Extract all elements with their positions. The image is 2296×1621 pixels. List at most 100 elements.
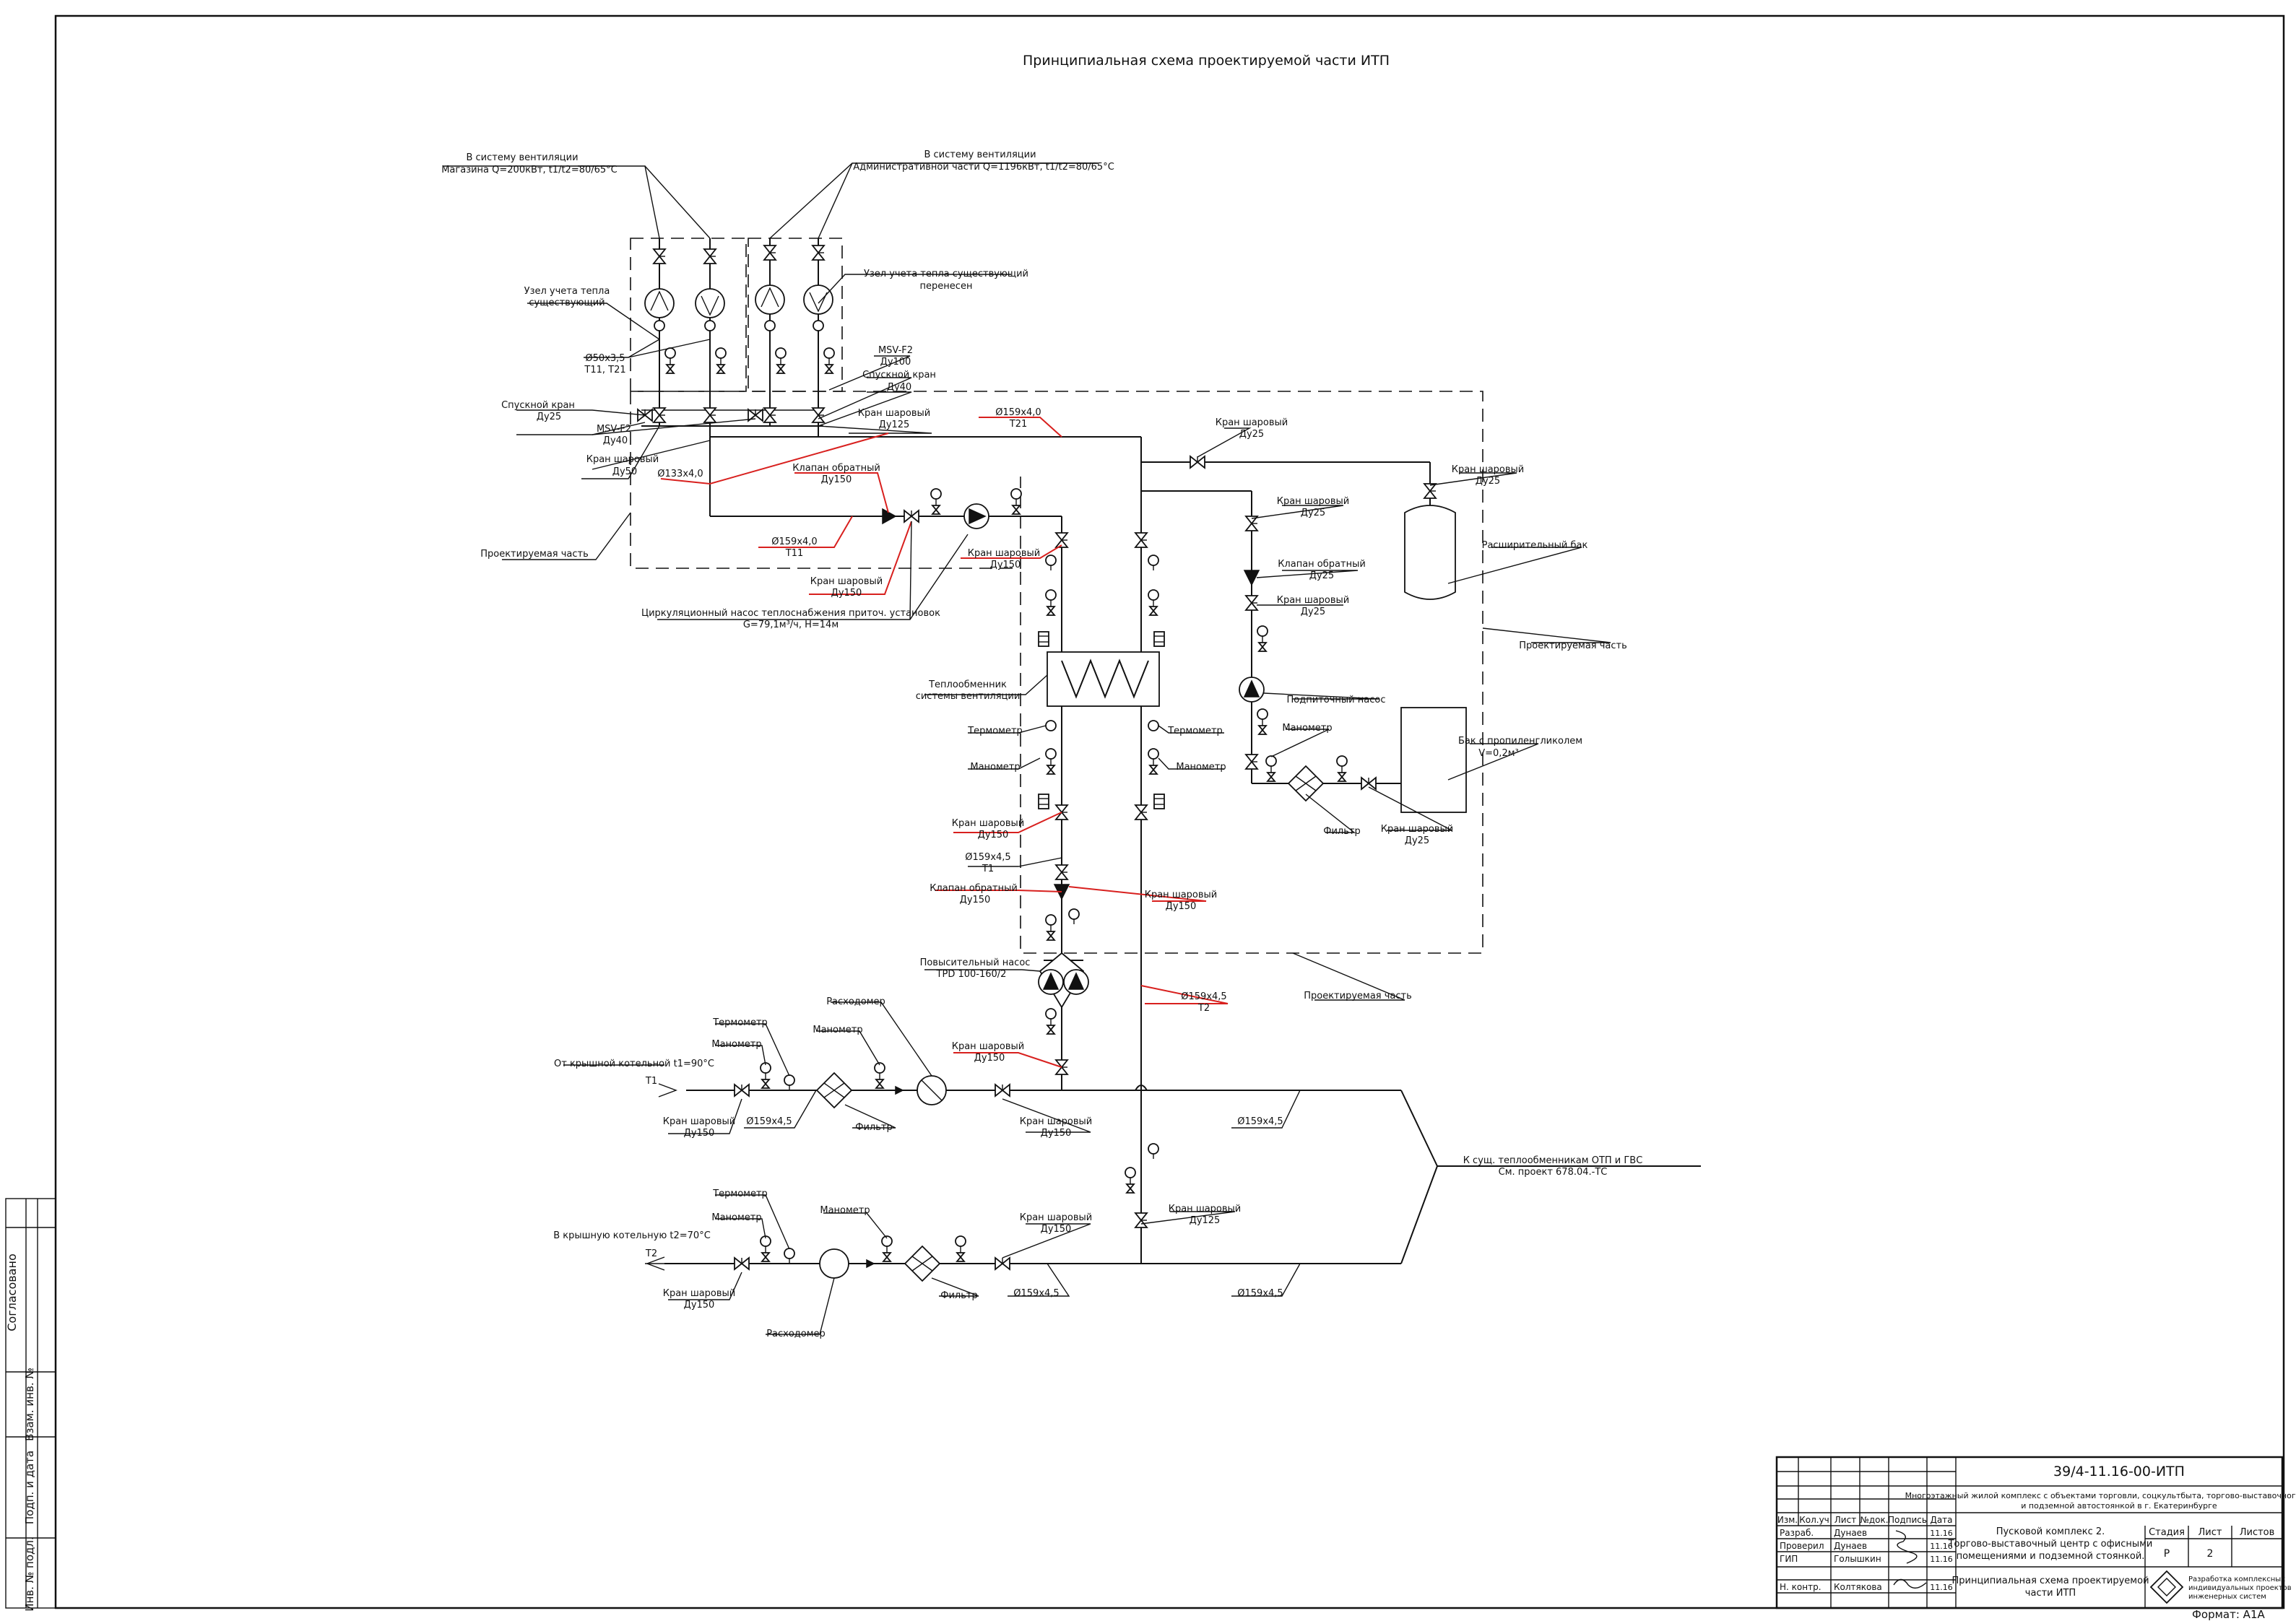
label: Ду150 xyxy=(974,1053,1005,1064)
label: К сущ. теплообменникам ОТП и ГВС xyxy=(1463,1155,1643,1166)
label: Т1 xyxy=(645,1076,657,1087)
meter-pump-icon xyxy=(644,288,675,318)
label: Ду150 xyxy=(831,588,862,599)
side-sign-date: Подп. и дата xyxy=(23,1451,36,1524)
label: Кран шаровый xyxy=(1452,464,1525,475)
label: Кран шаровый xyxy=(1277,595,1350,606)
check-valve-icon xyxy=(882,508,897,525)
label: Проектируемая часть xyxy=(480,549,589,560)
head-kol: Кол.уч xyxy=(1799,1515,1829,1525)
doc-code: 39/4-11.16-00-ИТП xyxy=(2053,1464,2185,1479)
label: Магазина Q=200кВт, t1/t2=80/65°С xyxy=(441,165,618,175)
label: Ду25 xyxy=(1476,476,1500,487)
label: Ду150 xyxy=(821,474,852,485)
label: Ø159х4,5 xyxy=(1237,1288,1283,1299)
label: Кран шаровый xyxy=(858,408,931,419)
label: Манометр xyxy=(820,1205,870,1216)
label: От крышной котельной t1=90°С xyxy=(554,1059,714,1069)
head-doc: №док. xyxy=(1860,1515,1888,1525)
label: Кран шаровый xyxy=(810,576,883,587)
signature-mark xyxy=(1895,1530,1918,1564)
projected-zones xyxy=(630,238,1483,954)
label: Ду150 xyxy=(684,1300,715,1311)
side-vzam: Взам. инв. № xyxy=(23,1368,36,1441)
label: Т1 xyxy=(982,864,994,874)
label: Кран шаровый xyxy=(663,1288,736,1299)
label: Проектируемая часть xyxy=(1304,991,1412,1001)
glycol-tank-icon xyxy=(1400,707,1467,813)
label: Ø159х4,0 xyxy=(771,536,817,547)
label: См. проект 678.04.-ТС xyxy=(1499,1167,1608,1178)
label: Расширительный бак xyxy=(1482,540,1588,551)
stage-value: Р xyxy=(2164,1548,2170,1560)
head-izm: Изм. xyxy=(1777,1515,1798,1525)
expansion-tank-icon xyxy=(1404,505,1456,600)
label: Т2 xyxy=(1197,1003,1210,1014)
label: Ду100 xyxy=(880,357,911,368)
name-1: Дунаев xyxy=(1834,1528,1867,1538)
label: Ду125 xyxy=(879,420,910,430)
label: Т11 xyxy=(785,548,803,559)
label: Ду40 xyxy=(887,382,911,393)
sheet-format: Формат: А1А xyxy=(2192,1608,2265,1621)
label: Ду50 xyxy=(612,466,637,477)
signature-mark xyxy=(1893,1578,1927,1589)
label: Ø159х4,5 xyxy=(1013,1288,1059,1299)
check-valve-icon xyxy=(1243,570,1260,586)
label: Т11, Т21 xyxy=(584,365,625,375)
label: Кран шаровый xyxy=(663,1116,736,1127)
org-line-2: индивидуальных проектов xyxy=(2188,1584,2292,1592)
label: Ø159х4,5 xyxy=(1237,1116,1283,1127)
label: Ø159х4,5 xyxy=(746,1116,792,1127)
label: Термометр xyxy=(967,726,1023,736)
label: Административной части Q=1196кВт, t1/t2=… xyxy=(853,162,1114,173)
label: Повысительный насос xyxy=(920,957,1031,968)
label: Ø133х4,0 xyxy=(657,469,703,479)
label: Ду150 xyxy=(990,560,1021,570)
title-block: 39/4-11.16-00-ИТП Многоэтажный жилой ком… xyxy=(1775,1456,2296,1609)
label: Ду150 xyxy=(1041,1128,1072,1139)
label: Кран шаровый xyxy=(1169,1204,1242,1214)
label: MSV-F2 xyxy=(878,345,913,356)
flowmeter-icon xyxy=(819,1248,849,1279)
name-3: Голышкин xyxy=(1834,1554,1881,1564)
label: Манометр xyxy=(711,1212,761,1223)
label: Ду150 xyxy=(1041,1224,1072,1235)
label: В систему вентиляции xyxy=(466,152,578,163)
label: Кран шаровый xyxy=(952,818,1025,829)
label: Подпиточный насос xyxy=(1287,695,1386,705)
label: Кран шаровый xyxy=(1216,417,1288,428)
label: Бак с пропиленгликолем xyxy=(1458,736,1582,747)
label: Спускной кран xyxy=(862,370,936,381)
label: Кран шаровый xyxy=(1020,1212,1093,1223)
label: Кран шаровый xyxy=(1145,890,1218,900)
label: Кран шаровый xyxy=(1277,496,1350,507)
lists-label: Листов xyxy=(2240,1527,2275,1538)
heat-exchanger-icon xyxy=(1047,651,1160,707)
label: Термометр xyxy=(1167,726,1223,736)
date-1: 11.16 xyxy=(1930,1529,1953,1538)
date-4: 11.16 xyxy=(1930,1583,1953,1592)
date-3: 11.16 xyxy=(1930,1555,1953,1564)
label: Ду25 xyxy=(1309,570,1334,581)
label: Циркуляционный насос теплоснабжения прит… xyxy=(641,608,940,619)
head-date: Дата xyxy=(1930,1515,1952,1525)
label: Ду150 xyxy=(684,1128,715,1139)
label: Спускной кран xyxy=(501,400,575,411)
label: Манометр xyxy=(813,1025,862,1035)
label: Ø159х4,5 xyxy=(965,852,1010,863)
label: Клапан обратный xyxy=(1278,559,1366,570)
role-1: Разраб. xyxy=(1780,1528,1814,1538)
name-4: Колтякова xyxy=(1834,1582,1882,1592)
label: Ду150 xyxy=(960,895,991,905)
role-4: Н. контр. xyxy=(1780,1582,1821,1592)
equipment xyxy=(637,245,1467,1282)
date-2: 11.16 xyxy=(1930,1542,1953,1551)
label: Ду25 xyxy=(1301,508,1325,518)
label: Кран шаровый xyxy=(952,1041,1025,1052)
label: TPD 100-160/2 xyxy=(936,969,1007,980)
label: Термометр xyxy=(712,1017,768,1028)
name-2: Дунаев xyxy=(1834,1541,1867,1551)
label: В систему вентиляции xyxy=(924,149,1036,160)
label: Ду25 xyxy=(537,412,561,422)
